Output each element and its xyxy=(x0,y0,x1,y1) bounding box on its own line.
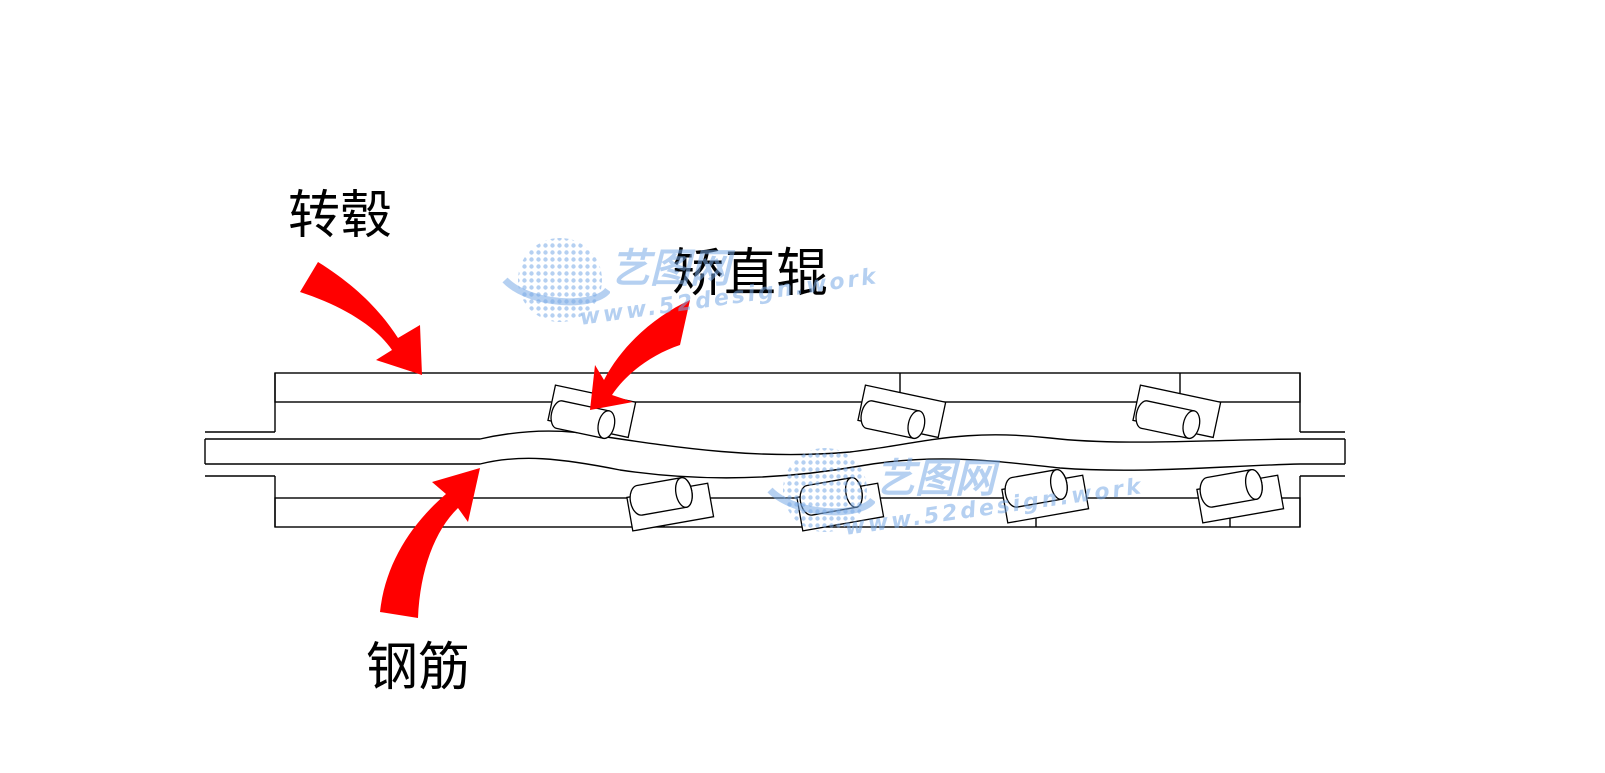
roller-lower-1 xyxy=(626,476,715,532)
rebar-label: 钢筋 xyxy=(366,638,471,698)
callout-arrows xyxy=(300,262,690,618)
rebar-bottom-edge xyxy=(205,457,1345,479)
rebar-arrow-icon xyxy=(380,468,480,618)
roller-lower-3 xyxy=(1001,468,1090,524)
hub-arrow-icon xyxy=(300,262,422,375)
hub-label: 转毂 xyxy=(288,186,393,246)
upper-rollers xyxy=(547,384,1222,440)
roller-label: 矫直辊 xyxy=(672,244,829,304)
roller-lower-2 xyxy=(796,476,885,532)
roller-lower-4 xyxy=(1196,468,1285,524)
roller-upper-3 xyxy=(1132,384,1222,440)
roller-upper-1 xyxy=(547,384,637,440)
roller-arrow-icon xyxy=(590,300,690,410)
roller-upper-2 xyxy=(857,384,947,440)
rebar xyxy=(204,430,1346,479)
